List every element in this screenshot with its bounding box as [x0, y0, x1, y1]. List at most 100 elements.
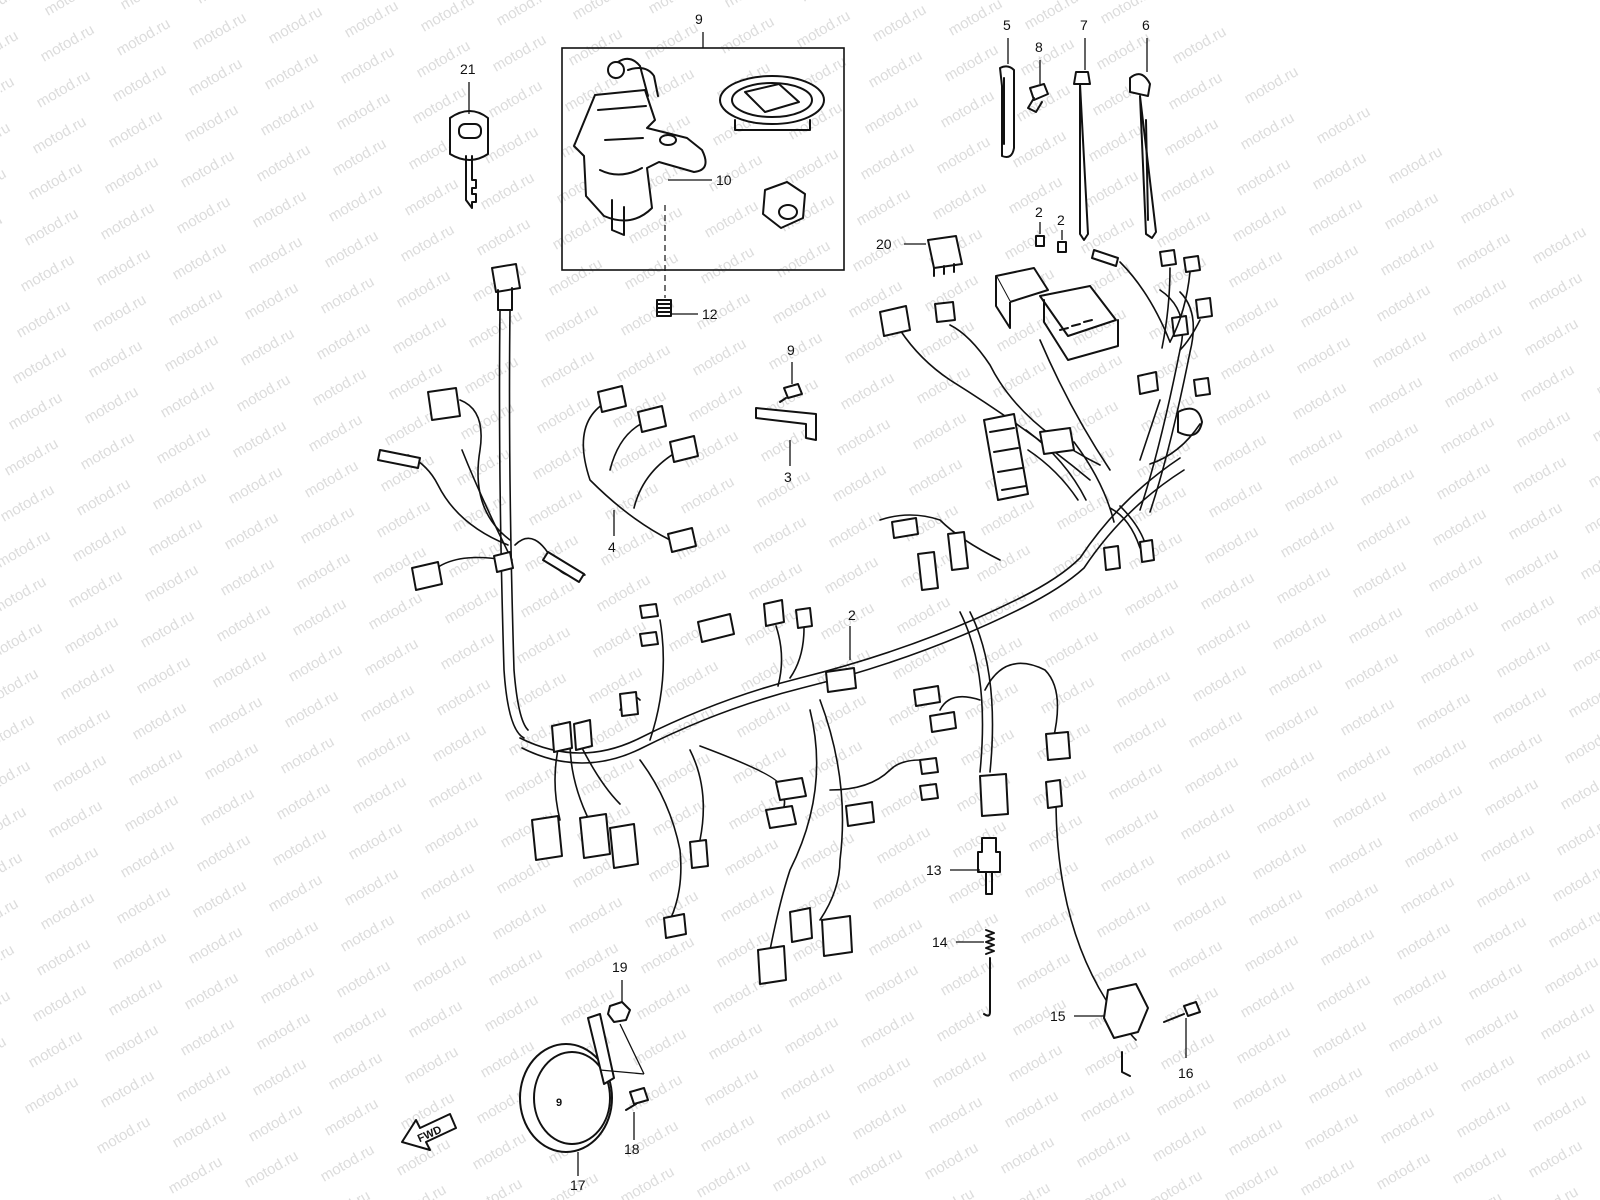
watermark-text: motod.ru — [1190, 661, 1250, 705]
watermark-text: motod.ru — [398, 221, 458, 265]
watermark-text: motod.ru — [0, 527, 53, 571]
watermark-text: motod.ru — [286, 641, 346, 685]
watermark-text: motod.ru — [1414, 689, 1474, 733]
watermark-text: motod.ru — [1594, 355, 1600, 399]
watermark-text: motod.ru — [1222, 293, 1282, 337]
watermark-text: motod.ru — [2, 435, 62, 479]
watermark-text: motod.ru — [1166, 937, 1226, 981]
watermark-text: motod.ru — [1558, 769, 1600, 813]
watermark-text: motod.ru — [1306, 1063, 1366, 1107]
watermark-text: motod.ru — [462, 353, 522, 397]
watermark-text: motod.ru — [106, 975, 166, 1019]
callout-2a: 2 — [1035, 204, 1043, 220]
watermark-text: motod.ru — [750, 513, 810, 557]
watermark-text: motod.ru — [1146, 1167, 1206, 1200]
watermark-text: motod.ru — [158, 377, 218, 421]
watermark-text: motod.ru — [846, 1145, 906, 1189]
watermark-text: motod.ru — [262, 917, 322, 961]
watermark-text: motod.ru — [1262, 701, 1322, 745]
watermark-text: motod.ru — [1526, 1137, 1586, 1181]
watermark-text: motod.ru — [598, 525, 658, 569]
watermark-text: motod.ru — [1566, 677, 1600, 721]
bolt-18: 18 — [624, 1087, 649, 1157]
watermark-text: motod.ru — [946, 0, 1006, 39]
watermark-text: motod.ru — [638, 933, 698, 977]
callout-17: 17 — [570, 1177, 586, 1193]
watermark-text: motod.ru — [718, 881, 778, 925]
watermark-text: motod.ru — [1362, 419, 1422, 463]
watermark-text: motod.ru — [538, 347, 598, 391]
watermark-text: motod.ru — [542, 301, 602, 345]
watermark-text: motod.ru — [1562, 723, 1600, 767]
watermark-text: motod.ru — [222, 509, 282, 553]
watermark-text: motod.ru — [34, 935, 94, 979]
watermark-text: motod.ru — [910, 409, 970, 453]
watermark-text: motod.ru — [258, 95, 318, 139]
callout-2b: 2 — [1057, 212, 1065, 228]
clamp-5: 5 — [999, 17, 1015, 158]
watermark-text: motod.ru — [494, 853, 554, 897]
watermark-text: motod.ru — [1534, 1045, 1594, 1089]
side-stand-switch-15: 15 — [1045, 779, 1149, 1077]
watermark-text: motod.ru — [782, 1013, 842, 1057]
watermark-text: motod.ru — [1242, 931, 1302, 975]
watermark-text: motod.ru — [146, 515, 206, 559]
watermark-text: motod.ru — [0, 211, 5, 255]
watermark-text: motod.ru — [1342, 649, 1402, 693]
watermark-text: motod.ru — [1210, 431, 1270, 475]
watermark-text: motod.ru — [182, 101, 242, 145]
watermark-text: motod.ru — [1374, 1149, 1434, 1193]
watermark-text: motod.ru — [190, 9, 250, 53]
watermark-text: motod.ru — [994, 1179, 1054, 1200]
watermark-text: motod.ru — [270, 0, 330, 1]
watermark-text: motod.ru — [798, 0, 858, 5]
watermark-text: motod.ru — [1154, 1075, 1214, 1119]
watermark-text: motod.ru — [1182, 753, 1242, 797]
watermark-text: motod.ru — [242, 1147, 302, 1191]
neutral-switch-13: 13 — [926, 837, 1001, 895]
watermark-text: motod.ru — [486, 945, 546, 989]
watermark-text: motod.ru — [0, 941, 17, 985]
watermark-text: motod.ru — [1518, 361, 1578, 405]
watermark-text: motod.ru — [0, 619, 45, 663]
callout-5: 5 — [1003, 17, 1011, 33]
bolt-16: 16 — [1163, 1001, 1201, 1081]
watermark-text: motod.ru — [30, 981, 90, 1025]
watermark-text: motod.ru — [1082, 167, 1142, 211]
watermark-text: motod.ru — [1490, 683, 1550, 727]
watermark-text: motod.ru — [198, 785, 258, 829]
watermark-text: motod.ru — [1102, 805, 1162, 849]
watermark-text: motod.ru — [938, 955, 998, 999]
callout-10: 9 — [695, 11, 703, 27]
watermark-text: motod.ru — [274, 779, 334, 823]
watermark-text: motod.ru — [566, 893, 626, 937]
nut-19: 19 — [599, 959, 645, 1075]
watermark-text: motod.ru — [1446, 1189, 1506, 1200]
watermark-text: motod.ru — [530, 439, 590, 483]
watermark-text: motod.ru — [1074, 1127, 1134, 1171]
watermark-text: motod.ru — [434, 675, 494, 719]
watermark-text: motod.ru — [1418, 643, 1478, 687]
watermark-text: motod.ru — [482, 123, 542, 167]
watermark-text: motod.ru — [474, 215, 534, 259]
watermark-text: motod.ru — [1382, 1057, 1442, 1101]
watermark-text: motod.ru — [242, 279, 302, 323]
watermark-text: motod.ru — [430, 721, 490, 765]
watermark-text: motod.ru — [934, 1001, 994, 1045]
watermark-text: motod.ru — [1002, 1087, 1062, 1131]
watermark-text: motod.ru — [1494, 637, 1554, 681]
watermark-text: motod.ru — [826, 507, 886, 551]
watermark-text: motod.ru — [854, 1053, 914, 1097]
watermark-text: motod.ru — [870, 869, 930, 913]
watermark-text: motod.ru — [1394, 919, 1454, 963]
watermark-text: motod.ru — [1506, 499, 1566, 543]
watermark-text: motod.ru — [390, 1181, 450, 1200]
watermark-text: motod.ru — [1538, 999, 1598, 1043]
callout-7: 7 — [1080, 17, 1088, 33]
watermark-text: motod.ru — [1498, 591, 1558, 635]
cable-tie-7: 7 — [1073, 17, 1091, 241]
callout-19: 19 — [612, 959, 628, 975]
